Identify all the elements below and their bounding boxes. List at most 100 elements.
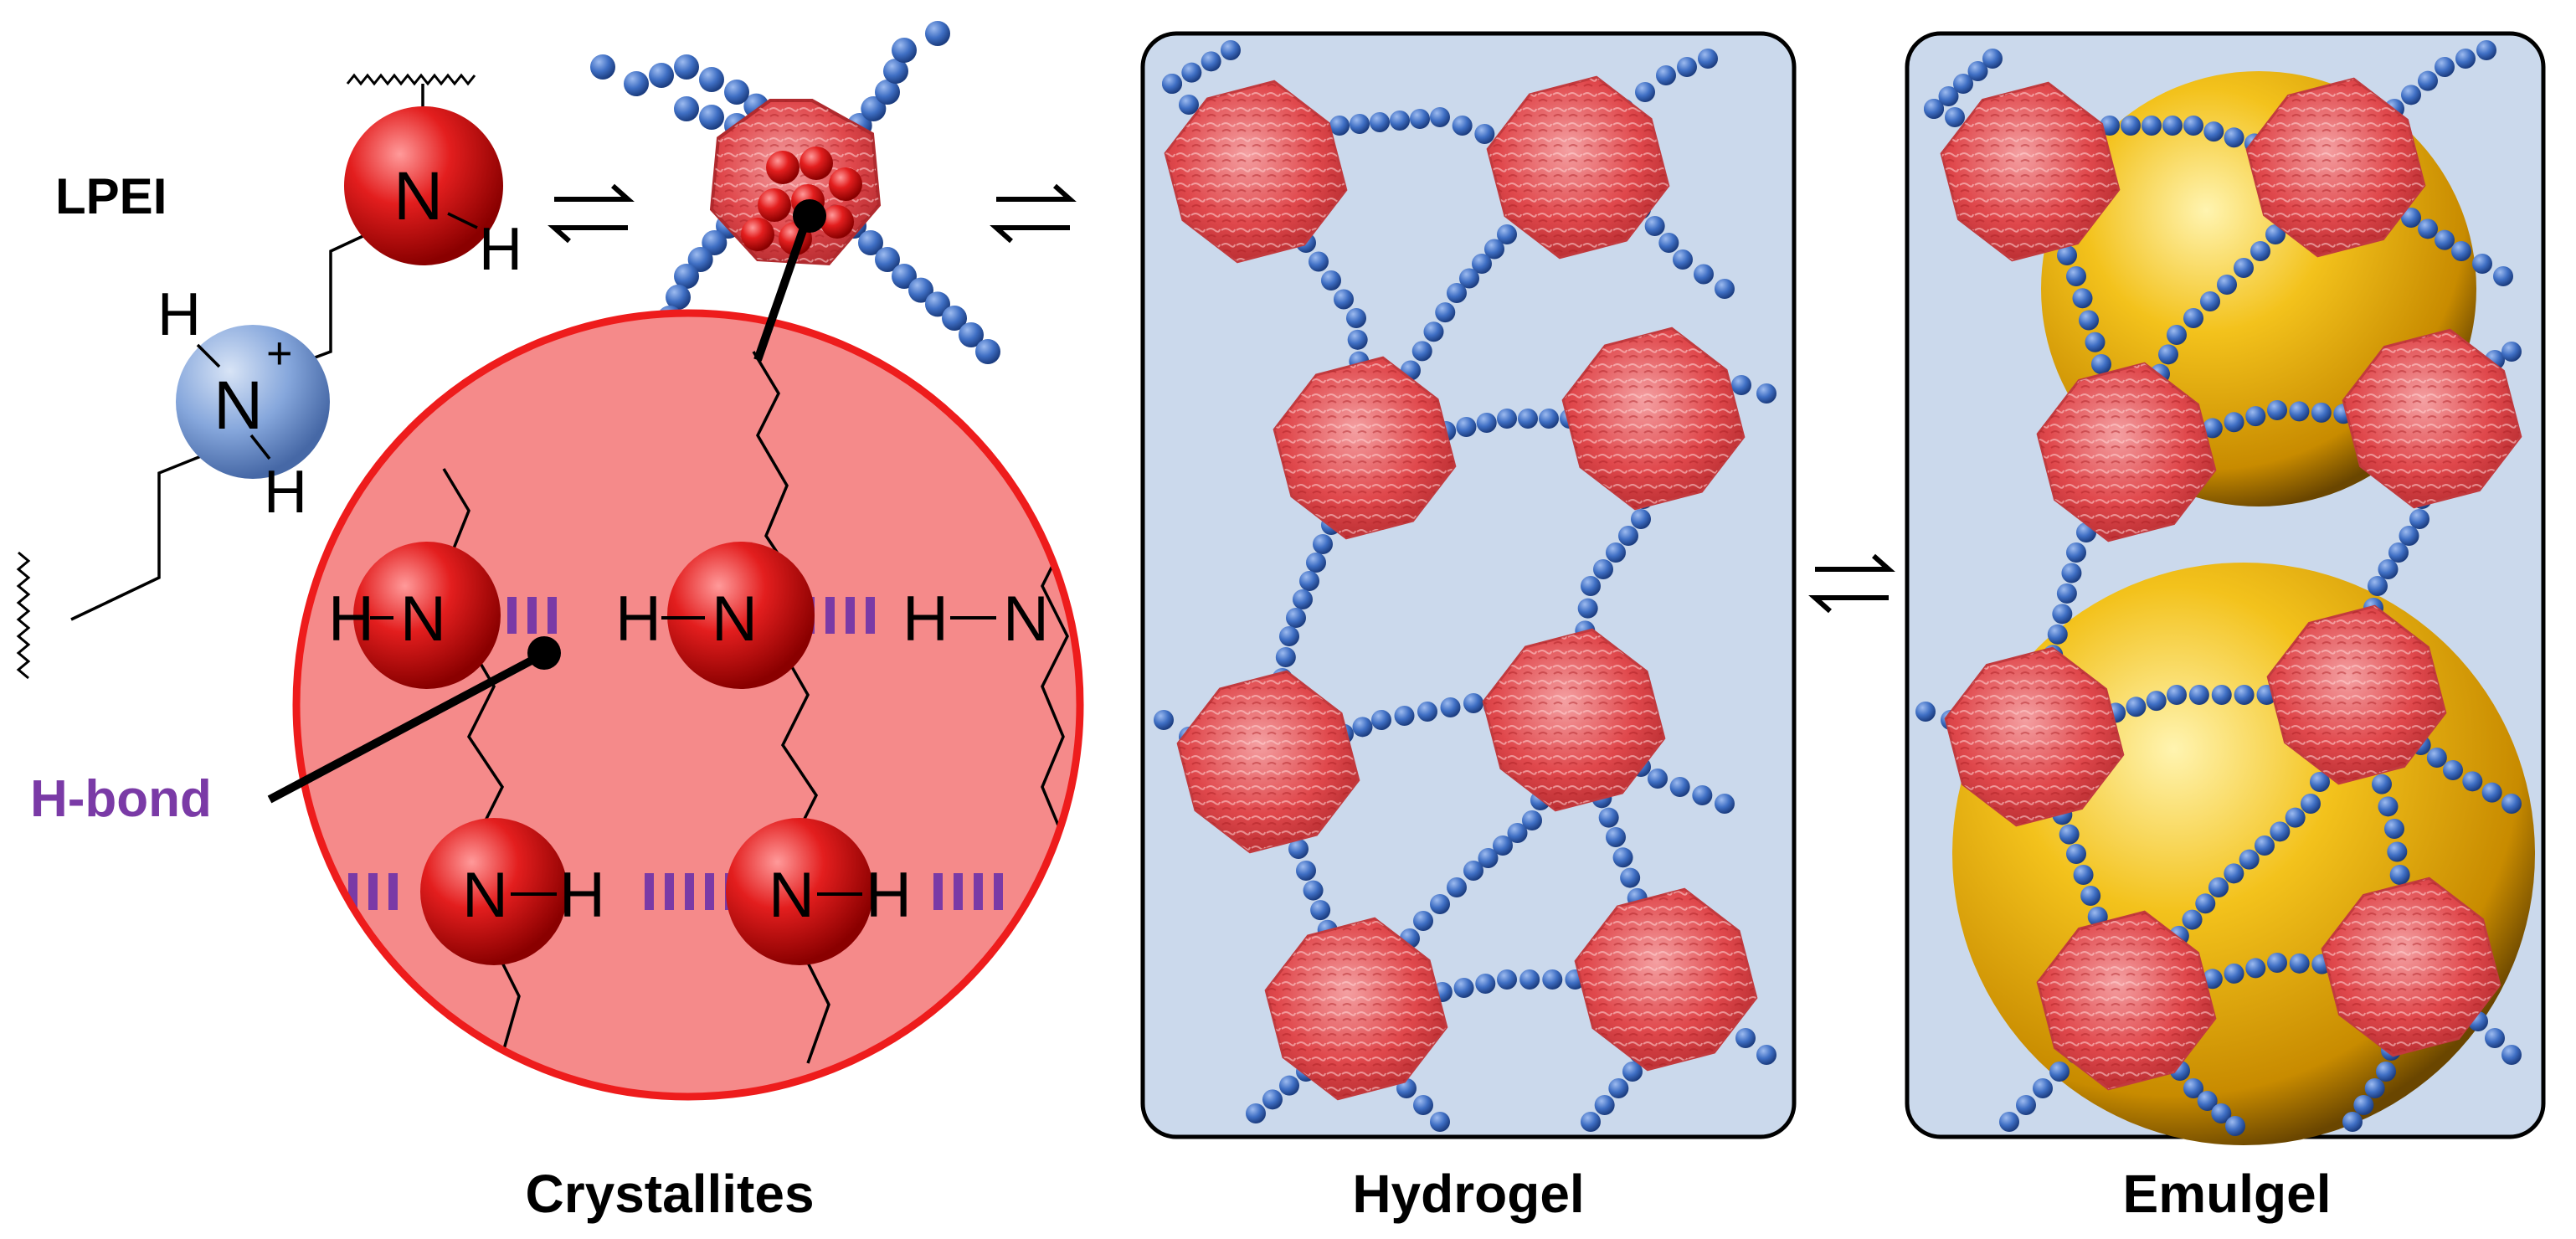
- polymer-bead: [2451, 241, 2471, 261]
- polymer-bead: [1735, 1028, 1756, 1048]
- hbond-dash: [846, 597, 855, 634]
- nh-bond-upper: [196, 343, 221, 368]
- polymer-bead: [2183, 308, 2203, 328]
- polymer-bead: [1306, 553, 1326, 573]
- zoom-n: N: [1003, 584, 1049, 655]
- polymer-bead: [1606, 542, 1626, 563]
- polymer-bead: [1539, 409, 1559, 429]
- crystallite-zoom-circle: H N H N H N N H N H: [292, 309, 1084, 1101]
- polymer-bead: [1286, 608, 1306, 628]
- polymer-bead: [674, 54, 699, 80]
- polymer-bead: [1162, 74, 1182, 94]
- polymer-bead: [2289, 953, 2310, 974]
- charged-nitrogen-plus: +: [266, 328, 293, 378]
- hbond-dash: [368, 873, 378, 910]
- polymer-bead: [2162, 116, 2183, 136]
- polymer-bead: [2200, 291, 2220, 311]
- polymer-bead: [724, 80, 749, 105]
- polymer-bead: [1459, 268, 1479, 289]
- polymer-bead: [908, 277, 933, 303]
- n-h-bond: [447, 212, 478, 229]
- zoom-h: H: [866, 860, 912, 931]
- polymer-bead: [2239, 849, 2260, 870]
- polymer-bead: [2378, 796, 2399, 817]
- polymer-bead: [1423, 321, 1444, 342]
- polymer-bead: [674, 96, 699, 121]
- polymer-bead: [1309, 251, 1329, 272]
- polymer-bead: [1201, 51, 1221, 72]
- polymer-bead: [1417, 702, 1437, 722]
- polymer-bead: [2265, 224, 2285, 244]
- micelle-core-bead: [820, 205, 854, 239]
- polymer-bead: [1698, 49, 1718, 69]
- polymer-bead: [1299, 571, 1319, 591]
- polymer-bead: [1715, 279, 1735, 299]
- polymer-bead: [1456, 417, 1477, 437]
- polymer-bead: [1246, 1103, 1266, 1123]
- polymer-bead: [1430, 1112, 1450, 1132]
- polymer-bead: [2225, 1116, 2245, 1136]
- crystallite-texture: [1576, 889, 1756, 1070]
- polymer-bead: [1581, 1112, 1601, 1132]
- polymer-bead: [2167, 685, 2187, 705]
- crystallite-texture: [2247, 79, 2424, 256]
- polymer-bead: [2183, 116, 2203, 136]
- zoom-n: N: [462, 860, 508, 931]
- polymer-bead: [1577, 598, 1598, 619]
- equilibrium-arrows-icon: [990, 183, 1077, 244]
- polymer-bead: [861, 96, 887, 121]
- polymer-bead: [2245, 406, 2266, 427]
- polymer-bead: [2188, 685, 2209, 705]
- polymer-bead: [2066, 542, 2086, 563]
- polymer-bead: [2091, 354, 2111, 374]
- micelle-core-bead: [758, 188, 791, 222]
- polymer-bead: [2342, 1112, 2363, 1132]
- polymer-bead: [942, 306, 967, 331]
- polymer-bead: [2049, 1062, 2070, 1082]
- zoom-h: H: [902, 584, 949, 655]
- polymer-bead: [1953, 74, 1973, 94]
- polymer-bead: [2126, 697, 2147, 717]
- polymer-bead: [1497, 969, 1517, 990]
- polymer-bead: [1519, 969, 1540, 990]
- polymer-bead: [1982, 49, 2003, 69]
- polymer-bead: [1648, 769, 1668, 789]
- polymer-bead: [1476, 413, 1497, 433]
- polymer-bead: [1581, 576, 1601, 596]
- polymer-bead: [2016, 1095, 2036, 1115]
- polymer-bead: [2072, 288, 2093, 309]
- polymer-bead: [2409, 509, 2429, 529]
- polymer-bead: [674, 264, 699, 289]
- polymer-bead: [699, 67, 724, 92]
- polymer-bead: [1347, 329, 1368, 350]
- polymer-bead: [1493, 835, 1513, 856]
- polymer-bead: [1179, 95, 1199, 115]
- polymer-bead: [2197, 1091, 2218, 1111]
- zoom-h: H: [328, 584, 374, 655]
- polymer-bead: [1608, 1078, 1629, 1098]
- polymer-bead: [1313, 534, 1333, 554]
- polymer-bead: [1618, 526, 1638, 546]
- polymer-bead: [1390, 111, 1410, 131]
- polymer-bead: [1453, 978, 1474, 998]
- polymer-bead: [975, 339, 1000, 364]
- polymer-bead: [2217, 275, 2237, 295]
- zoom-n: N: [400, 584, 446, 655]
- hbond-dash: [665, 873, 674, 910]
- polymer-bead: [2372, 774, 2392, 794]
- polymer-end-wavy-top: [346, 73, 476, 86]
- micelle-core-bead: [741, 218, 774, 251]
- polymer-bead: [2142, 116, 2162, 136]
- hbond-dash: [866, 597, 875, 634]
- polymer-bead: [1413, 1095, 1433, 1115]
- polymer-bead: [1440, 697, 1461, 717]
- polymer-bead: [2455, 49, 2476, 69]
- polymer-bead: [1598, 807, 1619, 828]
- crystallite-texture: [1165, 81, 1346, 262]
- zoom-n: N: [712, 584, 758, 655]
- polymer-bead: [892, 264, 917, 289]
- polymer-bead: [2080, 886, 2101, 906]
- polymer-bead: [1631, 509, 1651, 529]
- crystallite-texture: [1946, 648, 2123, 825]
- polymer-bead: [1612, 847, 1633, 868]
